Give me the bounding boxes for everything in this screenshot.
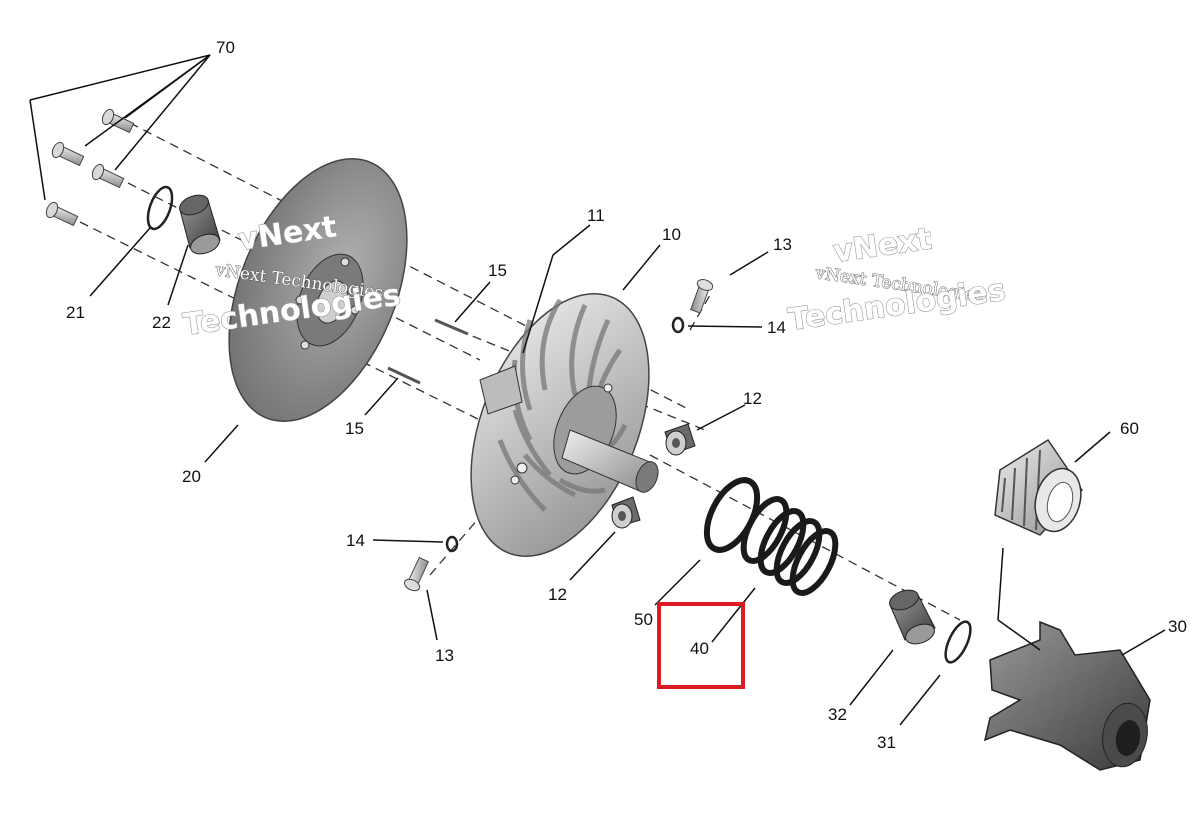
callout-10: 10 xyxy=(662,225,681,244)
snap-ring-31 xyxy=(944,620,972,664)
hub-shaft-11 xyxy=(479,365,659,493)
fixed-sheave-20 xyxy=(228,158,408,422)
watermark-right: vNext vNext Technologies Technologies xyxy=(786,221,1009,339)
screw-13-lower xyxy=(403,556,430,592)
bushing-22 xyxy=(179,194,221,255)
highlight-box-40 xyxy=(657,602,745,689)
pin-15-lower xyxy=(387,366,421,385)
pulley-housing-30 xyxy=(983,620,1151,771)
bolt-3 xyxy=(91,163,125,189)
bolt-4 xyxy=(45,201,79,227)
callout-32: 32 xyxy=(828,705,847,724)
callout-12-lower: 12 xyxy=(548,585,567,604)
callout-15-upper: 15 xyxy=(488,261,507,280)
callout-13-lower: 13 xyxy=(435,646,454,665)
bushing-32 xyxy=(889,589,936,645)
roller-12-upper xyxy=(664,423,696,456)
screw-13-upper xyxy=(690,279,714,314)
callout-22: 22 xyxy=(152,313,171,332)
callout-15-lower: 15 xyxy=(345,419,364,438)
callout-14-upper: 14 xyxy=(767,318,786,337)
svg-text:vNext: vNext xyxy=(831,222,934,270)
callout-13-upper: 13 xyxy=(773,235,792,254)
callout-20: 20 xyxy=(182,467,201,486)
spring-40 xyxy=(740,496,839,596)
callout-labels: 70 21 22 20 11 10 13 14 15 15 12 12 14 1… xyxy=(66,38,1187,752)
callout-14-lower: 14 xyxy=(346,531,365,550)
callout-40: 40 xyxy=(690,639,709,658)
callout-31: 31 xyxy=(877,733,896,752)
pin-15-upper xyxy=(434,318,469,336)
callout-30: 30 xyxy=(1168,617,1187,636)
callout-70: 70 xyxy=(216,38,235,57)
bolt-group-70 xyxy=(45,108,135,227)
callout-60: 60 xyxy=(1120,419,1139,438)
leader-lines xyxy=(29,54,1166,726)
oring-14-upper xyxy=(671,316,685,334)
callout-11: 11 xyxy=(587,206,605,225)
cam-60 xyxy=(994,438,1083,536)
callout-21: 21 xyxy=(66,303,85,322)
callout-12-upper: 12 xyxy=(743,389,762,408)
snap-ring-21 xyxy=(146,185,174,231)
callout-50: 50 xyxy=(634,610,653,629)
oring-14-lower xyxy=(445,535,459,553)
bolt-2 xyxy=(51,141,85,167)
bolt-1 xyxy=(101,108,135,134)
roller-12-lower xyxy=(611,496,641,529)
movable-sheave-10 xyxy=(470,293,650,557)
